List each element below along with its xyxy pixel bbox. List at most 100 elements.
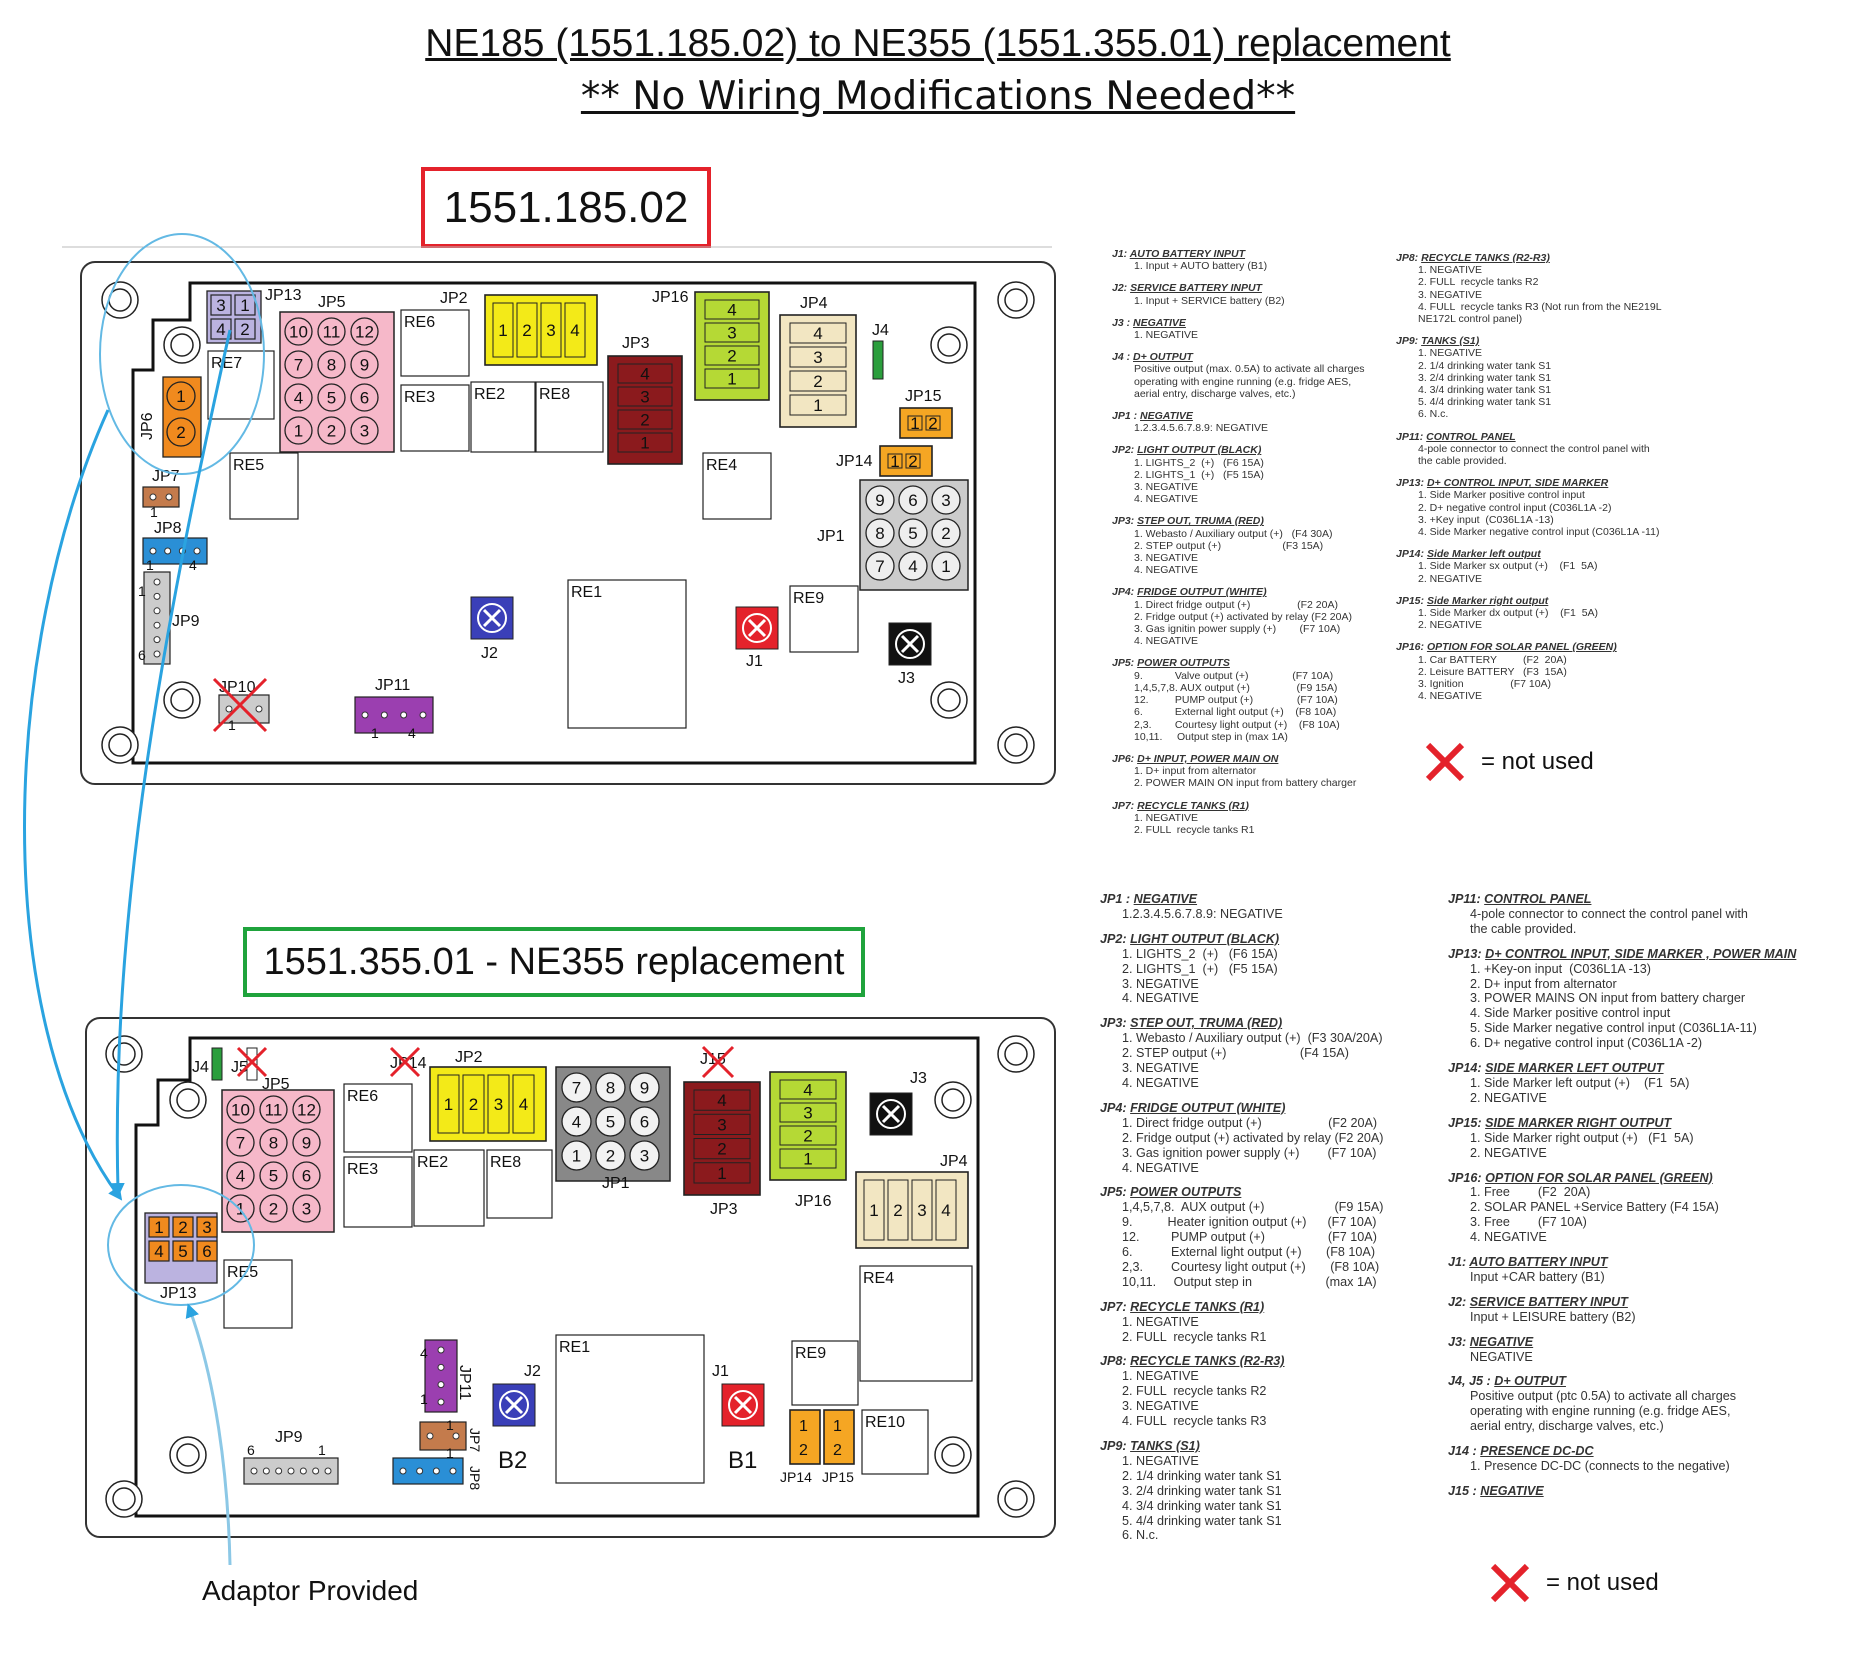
pin bbox=[350, 350, 379, 379]
pin-dot bbox=[452, 1432, 460, 1440]
jp9-pin: 1 bbox=[138, 583, 146, 599]
pin bbox=[629, 1072, 660, 1103]
legend-line: 2. NEGATIVE bbox=[1470, 1090, 1547, 1105]
jp1-label: JP1 bbox=[817, 528, 845, 545]
legend-id: J3: bbox=[1448, 1334, 1470, 1349]
jp11-pin: 4 bbox=[408, 725, 416, 741]
legend-name: RECYCLE TANKS (R2-R3) bbox=[1421, 252, 1550, 264]
legend-line: 1. Direct fridge output (+) (F2 20A) bbox=[1122, 1115, 1378, 1130]
pin-number: 10 bbox=[231, 1101, 250, 1120]
legend-id: JP4: bbox=[1100, 1100, 1131, 1115]
pin-dot bbox=[426, 1432, 434, 1440]
pin-number: 3 bbox=[717, 1115, 726, 1134]
not-used-cross-icon bbox=[389, 1046, 421, 1078]
j1-terminal-icon-ring bbox=[728, 1390, 758, 1420]
pin bbox=[865, 485, 895, 515]
pin bbox=[789, 322, 847, 344]
jp7-connector bbox=[142, 486, 180, 508]
mounting-hole-inner bbox=[170, 688, 194, 712]
jp10-pin: 1 bbox=[228, 717, 236, 733]
pin bbox=[512, 1074, 535, 1134]
legend-line: 1. Input + SERVICE battery (B2) bbox=[1134, 294, 1285, 307]
pin-dot bbox=[149, 547, 157, 555]
legend-line: operating with engine running (e.g. frid… bbox=[1470, 1404, 1731, 1419]
legend-line: 4. NEGATIVE bbox=[1122, 1160, 1199, 1175]
pin-number: 6 bbox=[302, 1167, 311, 1186]
relay-label: RE3 bbox=[404, 389, 435, 406]
pin-number: 1 bbox=[498, 321, 507, 340]
legend-line: 1. Side Marker left output (+) (F1 5A) bbox=[1470, 1075, 1690, 1090]
jp8-pin: 1 bbox=[146, 557, 154, 573]
pin-number: 2 bbox=[803, 1127, 812, 1146]
j2-terminal-icon-x bbox=[482, 608, 502, 628]
legend-line: 3. POWER MAINS ON input from battery cha… bbox=[1470, 991, 1746, 1006]
legend-line: 1. LIGHTS_2 (+) (F6 15A) bbox=[1122, 946, 1278, 961]
relay-re1 bbox=[567, 579, 687, 729]
legend-line: 2. STEP output (+) (F3 15A) bbox=[1134, 539, 1324, 552]
j2-label: J2 bbox=[524, 1363, 541, 1380]
pin bbox=[779, 1125, 837, 1146]
legend-line: 1. Free (F2 20A) bbox=[1470, 1185, 1591, 1200]
pin-dot bbox=[153, 607, 161, 615]
legend-line: 3. NEGATIVE bbox=[1134, 481, 1198, 494]
legend-name: CONTROL PANEL bbox=[1484, 892, 1592, 906]
legend-id: J14 : bbox=[1448, 1444, 1481, 1459]
legend-line: 9. Valve output (+) (F7 10A) bbox=[1134, 669, 1334, 682]
mounting-hole-inner bbox=[176, 1443, 200, 1467]
pin bbox=[292, 1128, 321, 1157]
pin-number: 7 bbox=[875, 557, 884, 576]
legend-line: 1. NEGATIVE bbox=[1418, 347, 1482, 360]
legend-id: J1: bbox=[1112, 248, 1130, 260]
pin-number: 8 bbox=[269, 1134, 278, 1153]
legend-name: LIGHT OUTPUT (BLACK) bbox=[1130, 931, 1280, 946]
pin bbox=[561, 1072, 592, 1103]
pin-dot bbox=[361, 711, 369, 719]
legend-line: aerial entry, discharge valves, etc.) bbox=[1134, 387, 1296, 400]
pin-dot bbox=[287, 1467, 295, 1475]
pin-dot bbox=[437, 1363, 445, 1371]
pin bbox=[911, 1179, 933, 1241]
legend-line: 2,3. Courtesy light output (+) (F8 10A) bbox=[1134, 718, 1340, 731]
pin bbox=[148, 1216, 170, 1238]
pin-number: 5 bbox=[269, 1167, 278, 1186]
pin-number: 2 bbox=[327, 422, 336, 441]
pin-number: 2 bbox=[640, 411, 649, 430]
legend-line: 3. Gas ignition power supply (+) (F7 10A… bbox=[1122, 1145, 1377, 1160]
pin bbox=[516, 302, 538, 358]
b1-label: B1 bbox=[728, 1447, 757, 1474]
legend-name: POWER OUTPUTS bbox=[1137, 657, 1230, 670]
relay-re5 bbox=[229, 452, 299, 520]
relay-re6 bbox=[343, 1083, 413, 1153]
new-board-label: 1551.355.01 - NE355 replacement bbox=[243, 927, 865, 997]
pin bbox=[905, 453, 921, 469]
legend-id: J2: bbox=[1448, 1294, 1470, 1309]
legend-name: D+ OUTPUT bbox=[1494, 1374, 1566, 1389]
pin-number: 1 bbox=[240, 296, 249, 315]
pin bbox=[462, 1074, 485, 1134]
jp9-pin: 6 bbox=[247, 1442, 255, 1458]
pin-number: 3 bbox=[302, 1200, 311, 1219]
pin bbox=[898, 518, 928, 548]
legend-line: 2. FULL recycle tanks R1 bbox=[1122, 1329, 1267, 1344]
legend-line: 6. External light output (+) (F8 10A) bbox=[1134, 706, 1337, 719]
pin-number: 4 bbox=[717, 1091, 726, 1110]
pin-number: 1 bbox=[799, 1418, 808, 1435]
pin-number: 2 bbox=[178, 1218, 187, 1237]
pin-dot bbox=[399, 1467, 407, 1475]
legend-id: JP13: bbox=[1396, 477, 1427, 490]
legend-name: SERVICE BATTERY INPUT bbox=[1469, 1294, 1628, 1309]
arrow-adaptor-icon bbox=[185, 1303, 232, 1566]
pin-number: 1 bbox=[640, 434, 649, 453]
j2-terminal-icon-ring bbox=[499, 1390, 529, 1420]
pin-number: 2 bbox=[240, 320, 249, 339]
legend-line: Input + LEISURE battery (B2) bbox=[1470, 1309, 1636, 1324]
legend-line: 1. NEGATIVE bbox=[1134, 329, 1198, 342]
pin-dot bbox=[164, 547, 172, 555]
